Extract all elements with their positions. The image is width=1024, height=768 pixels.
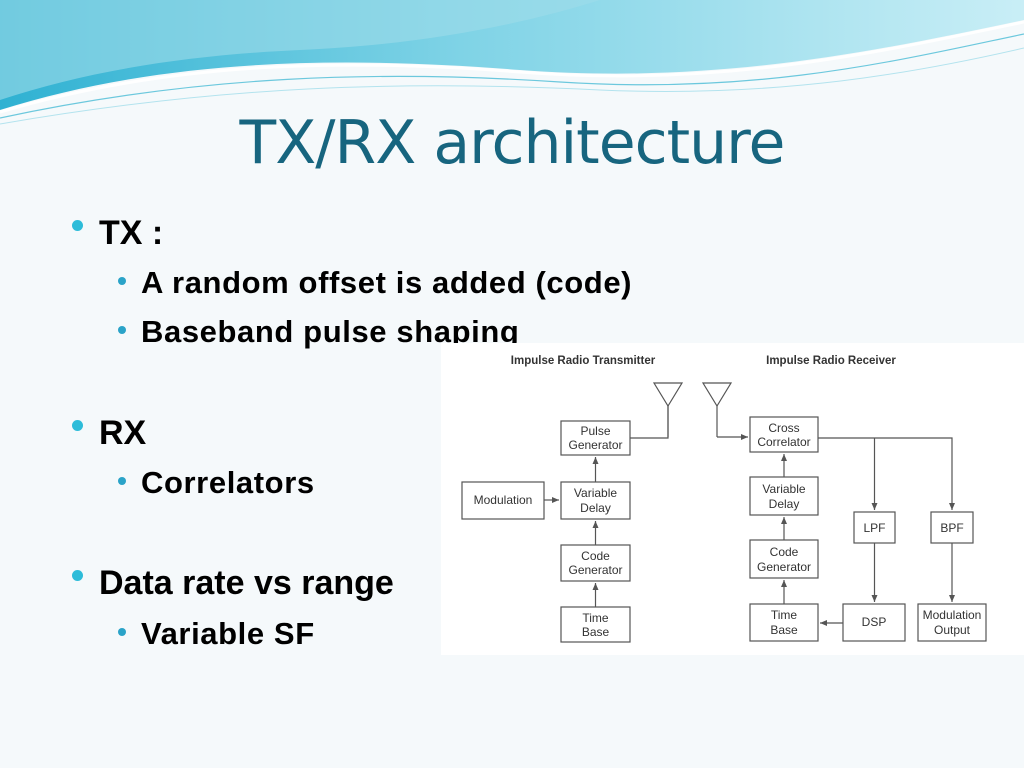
block-label-line: Generator [757,560,811,574]
block-label-line: Base [770,623,798,637]
rx-cross-correlator-block: Cross Correlator [749,416,819,453]
block-label-line: Cross [768,421,799,435]
block-diagram-svg: Impulse Radio Transmitter Impulse Radio … [461,355,987,643]
bullet-dot [72,419,83,431]
rx-antenna-icon [701,382,733,437]
rx-bpf-block: BPF [930,511,974,544]
sub-bullet-random-offset: A random offset is added (code) [118,265,632,301]
rx-time-base-block: Time Base [749,603,819,642]
block-label-line: Code [770,545,799,559]
block-label-line: Output [934,623,971,637]
block-label-line: Base [582,625,610,639]
block-label-line: Modulation [474,493,533,507]
tx-variable-delay-block: Variable Delay [560,481,631,520]
block-label-line: Delay [580,501,611,515]
rx-dsp-block: DSP [842,603,906,642]
header-wave-decoration [0,0,1024,125]
transmitter-title: Impulse Radio Transmitter [511,355,656,367]
bullet-tx-label: TX : [99,214,164,252]
sub-bullet-dot [118,476,126,485]
block-label-line: Variable [574,486,617,500]
bullet-tx: TX : [72,214,163,253]
block-label-line: BPF [940,521,963,535]
block-label-line: Delay [769,497,800,511]
tx-time-base-block: Time Base [560,606,631,643]
block-label-line: Modulation [923,608,982,622]
bullet-data-rate: Data rate vs range [72,564,394,603]
block-label-line: DSP [862,615,887,629]
bullet-data-rate-label: Data rate vs range [99,564,394,602]
tx-modulation-block: Modulation [461,481,545,520]
block-label-line: Time [771,608,798,622]
sub-bullet-dot [118,325,126,334]
bullet-dot [72,219,83,231]
tx-pulse-generator-block: Pulse Generator [560,420,631,456]
receiver-title: Impulse Radio Receiver [766,355,896,367]
rx-lpf-block: LPF [853,511,896,544]
wire-pulse-to-antenna [630,405,669,439]
sub-bullet-dot [118,627,126,636]
sub-bullet-label: A random offset is added (code) [141,265,633,300]
sub-bullet-dot [118,276,126,285]
block-label-line: Code [581,549,610,563]
rx-variable-delay-block: Variable Delay [749,476,819,516]
block-label-line: Pulse [580,424,610,438]
sub-bullet-label: Correlators [141,465,315,500]
block-label-line: Variable [762,482,805,496]
bullet-dot [72,569,83,581]
block-label-line: Generator [568,563,622,577]
block-label-line: Generator [568,438,622,452]
block-label-line: LPF [863,521,885,535]
sub-bullet-variable-sf: Variable SF [118,616,315,652]
block-label-line: Time [582,611,609,625]
rx-modulation-output-block: Modulation Output [917,603,987,642]
slide-title: TX/RX architecture [239,108,786,178]
tx-code-generator-block: Code Generator [560,544,631,582]
tx-rx-block-diagram: Impulse Radio Transmitter Impulse Radio … [441,343,1024,655]
bullet-rx: RX [72,414,146,453]
rx-code-generator-block: Code Generator [749,539,819,579]
bullet-rx-label: RX [99,414,147,452]
sub-bullet-correlators: Correlators [118,465,315,501]
sub-bullet-label: Variable SF [141,616,315,651]
arrow-correlator-to-bpf [818,437,955,510]
block-label-line: Correlator [757,435,810,449]
